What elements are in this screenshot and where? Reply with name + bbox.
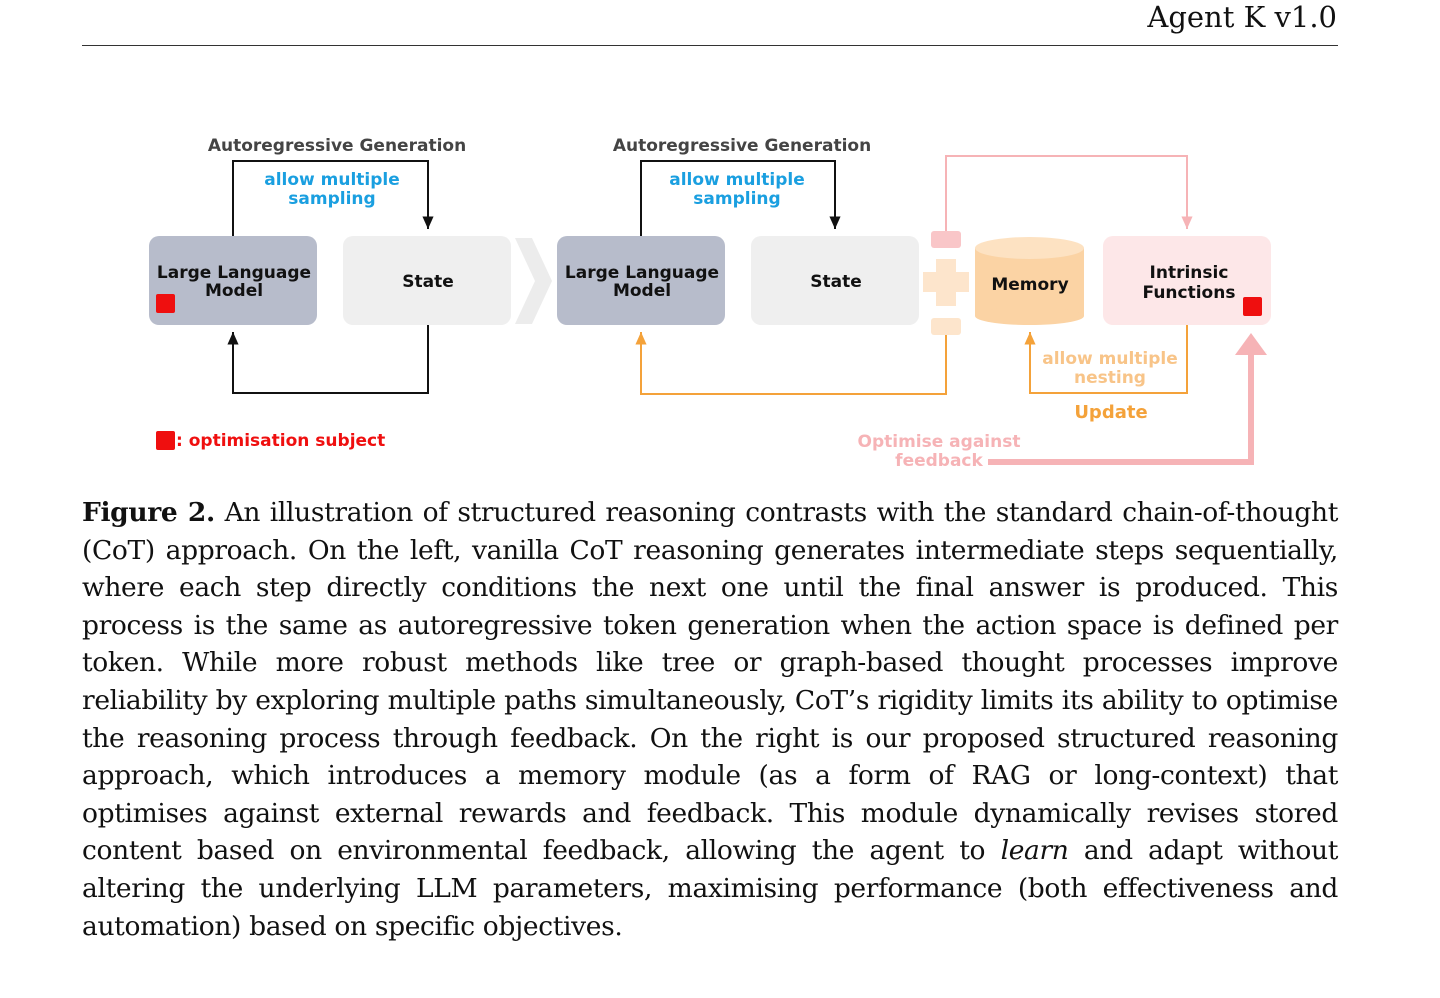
- update-label: Update: [1074, 402, 1147, 423]
- feedback-arrow-line: [988, 352, 1254, 465]
- optimise-label-2: feedback: [895, 451, 983, 471]
- legend-red-marker: [156, 431, 175, 450]
- transition-chevron: [515, 238, 552, 324]
- left-state-label: State: [402, 272, 454, 292]
- nesting-label-2: nesting: [1074, 368, 1146, 388]
- right-llm-label-2: Model: [613, 281, 671, 301]
- left-sampling-label-1: allow multiple: [264, 170, 400, 190]
- memory-label: Memory: [991, 275, 1068, 295]
- right-state-label: State: [810, 272, 862, 292]
- structured-reasoning-figure: Autoregressive Generation allow multiple…: [149, 136, 1271, 471]
- right-sampling-label-2: sampling: [693, 189, 780, 209]
- caption-emphasis: learn: [1000, 835, 1069, 867]
- right-llm-label-1: Large Language: [565, 263, 719, 283]
- plus-connector: [923, 231, 969, 335]
- left-llm-optimisation-marker: [156, 294, 175, 313]
- right-autoregressive-label: Autoregressive Generation: [613, 136, 871, 156]
- nesting-label-1: allow multiple: [1042, 349, 1178, 369]
- legend-label: : optimisation subject: [176, 431, 385, 451]
- right-panel: Autoregressive Generation allow multiple…: [557, 136, 1271, 471]
- left-autoregressive-label: Autoregressive Generation: [208, 136, 466, 156]
- figure-caption: Figure 2. An illustration of structured …: [82, 494, 1338, 945]
- caption-text-end: and adapt without altering the underlyin…: [82, 835, 1339, 942]
- pink-top-loop-arrow: [945, 155, 1193, 231]
- header-divider: [82, 45, 1338, 46]
- right-top-loop-arrow: [640, 160, 841, 236]
- intrinsic-label-2: Functions: [1143, 283, 1236, 303]
- left-bottom-loop-arrow: [227, 325, 429, 394]
- left-top-loop-arrow: [232, 160, 434, 236]
- left-llm-label-1: Large Language: [157, 263, 311, 283]
- left-panel: Autoregressive Generation allow multiple…: [149, 136, 511, 451]
- figure-label: Figure 2.: [82, 497, 215, 528]
- right-llm-box: [557, 236, 725, 325]
- orange-update-loop-arrow: [1024, 325, 1188, 394]
- intrinsic-functions-box: [1103, 236, 1271, 325]
- memory-cylinder: [975, 237, 1084, 325]
- right-state-box: [751, 236, 919, 325]
- running-header: Agent K v1.0: [1147, 0, 1337, 34]
- caption-text-main: An illustration of structured reasoning …: [82, 497, 1338, 867]
- left-llm-label-2: Model: [205, 281, 263, 301]
- intrinsic-label-1: Intrinsic: [1150, 263, 1229, 283]
- left-sampling-label-2: sampling: [288, 189, 375, 209]
- feedback-arrow-head: [1235, 333, 1267, 355]
- orange-return-arrow: [635, 332, 947, 395]
- right-sampling-label-1: allow multiple: [669, 170, 805, 190]
- intrinsic-optimisation-marker: [1243, 297, 1262, 316]
- left-state-box: [343, 236, 511, 325]
- optimise-label-1: Optimise against: [858, 432, 1021, 452]
- left-llm-box: [149, 236, 317, 325]
